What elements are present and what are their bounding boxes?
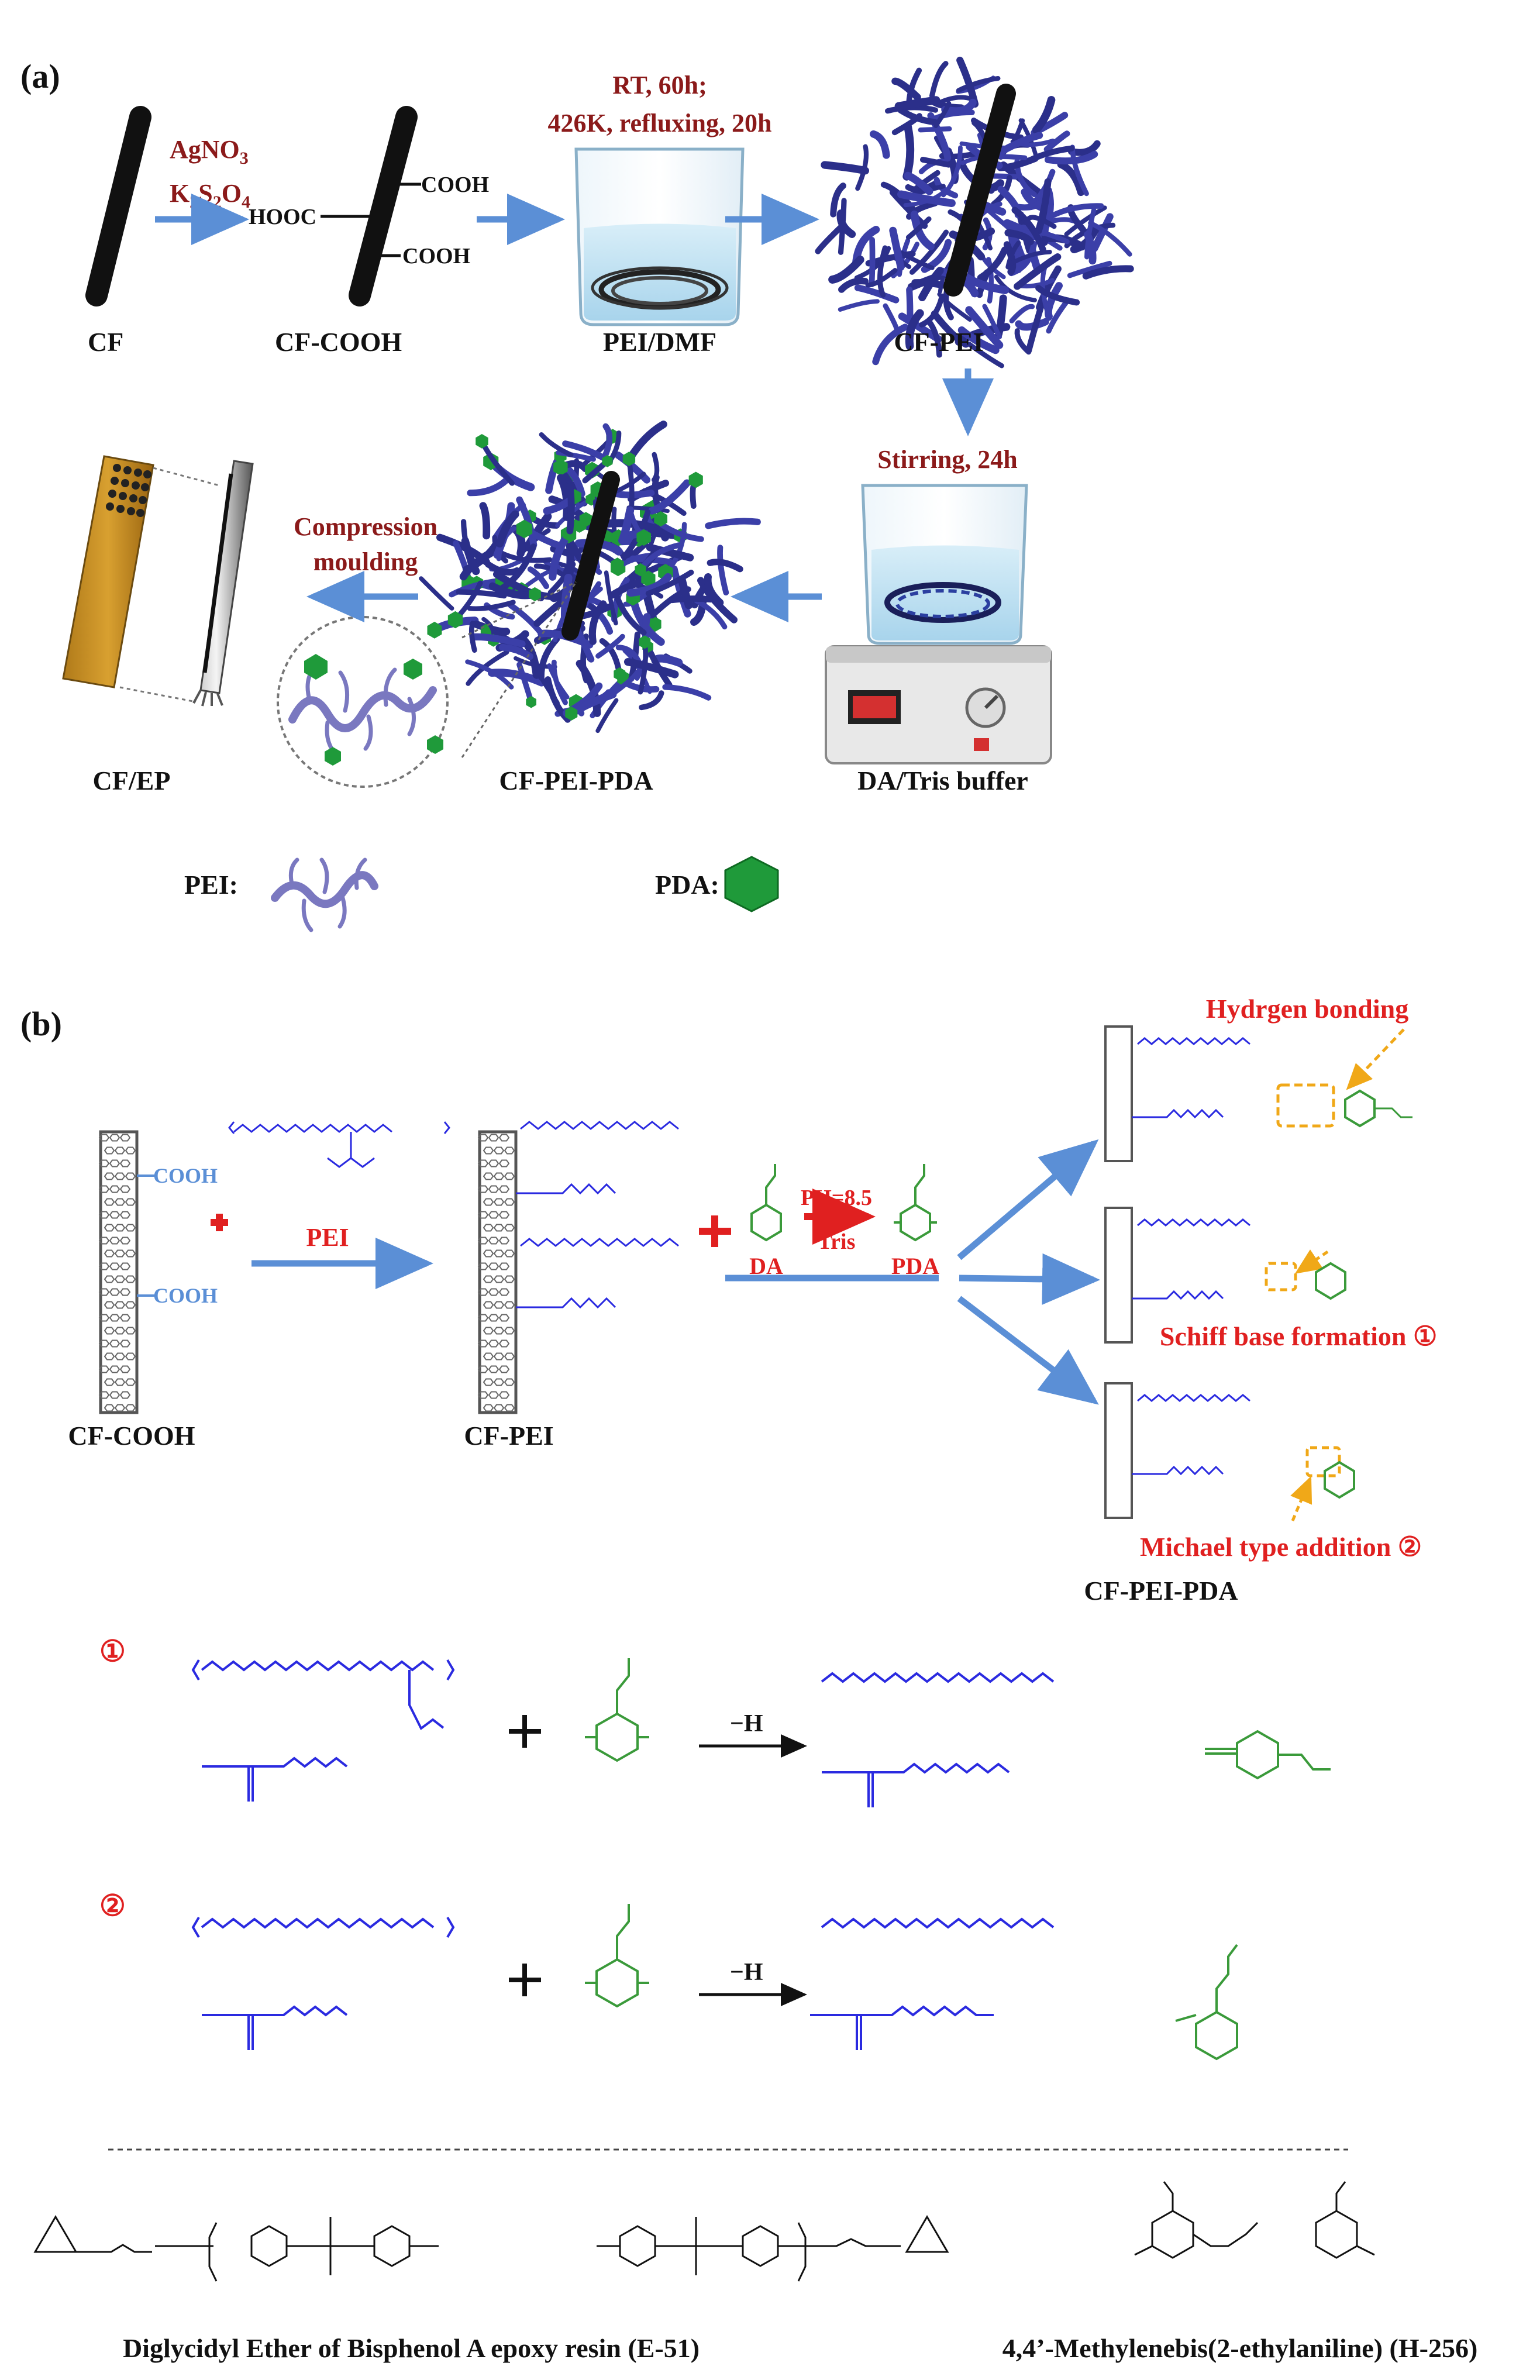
cf-ep-composite: CF/EP bbox=[62, 455, 254, 795]
tris-label: Tris bbox=[818, 1229, 856, 1254]
condition-line-2: 426K, refluxing, 20h bbox=[547, 109, 771, 137]
pei-molecule-small bbox=[228, 1121, 450, 1168]
panel-b-tag: (b) bbox=[20, 1005, 62, 1043]
cf-pei-pda-fiber bbox=[561, 471, 620, 640]
cooh-label-1: COOH bbox=[153, 1164, 218, 1187]
stirring-label: Stirring, 24h bbox=[877, 445, 1018, 474]
cf-cooh-label: CF-COOH bbox=[275, 327, 402, 357]
compression-label-2: moulding bbox=[313, 547, 418, 576]
cf-cooh-fiber bbox=[349, 106, 418, 306]
da-molecule: DA bbox=[749, 1164, 783, 1279]
legend-pda-icon bbox=[724, 856, 779, 912]
compression-label-1: Compression bbox=[294, 512, 437, 541]
reaction-1-marker: ① bbox=[99, 1635, 126, 1668]
michael-addition-label: Michael type addition ② bbox=[1140, 1532, 1422, 1562]
beaker-pei-dmf: RT, 60h; 426K, refluxing, 20h PEI/DMF bbox=[547, 71, 771, 357]
legend-pei-label: PEI: bbox=[184, 870, 238, 900]
plus-black-2 bbox=[509, 1964, 541, 1996]
cf-pei-tube: CF-PEI bbox=[464, 1121, 679, 1451]
arrow-b-up bbox=[957, 1139, 1099, 1260]
panel-a: (a) CF AgNO3 K2S2O4 HOOC COOH COOH CF-CO… bbox=[20, 56, 1134, 932]
pei-dmf-label: PEI/DMF bbox=[603, 327, 716, 357]
condition-line-1: RT, 60h; bbox=[612, 71, 707, 99]
cooh-bottom-label: COOH bbox=[402, 244, 470, 268]
stirring-setup: Stirring, 24h DA/Tris buffer bbox=[825, 445, 1052, 795]
reaction-2: ② −H bbox=[99, 1889, 1238, 2061]
cf-pei-pda-label: CF-PEI-PDA bbox=[499, 766, 653, 795]
hooc-label: HOOC bbox=[249, 205, 316, 229]
arrow-b-down bbox=[957, 1296, 1099, 1405]
product-hydrogen-bonding: Hydrgen bonding bbox=[1104, 994, 1412, 1162]
e51-structure: Diglycidyl Ether of Bisphenol A epoxy re… bbox=[33, 2215, 949, 2363]
plus-black-1 bbox=[509, 1715, 541, 1748]
reagent-k2s2o4: K2S2O4 bbox=[170, 179, 250, 212]
h256-structure: 4,4’-Methylenebis(2-ethylaniline) (H-256… bbox=[1002, 2181, 1478, 2363]
legend-pda-label: PDA: bbox=[655, 870, 719, 900]
arrow-b-mid bbox=[959, 1253, 1100, 1305]
cf-fiber bbox=[85, 106, 151, 306]
panel-a-tag: (a) bbox=[20, 57, 60, 95]
e51-label: Diglycidyl Ether of Bisphenol A epoxy re… bbox=[123, 2333, 700, 2363]
pei-pda-zoom bbox=[277, 581, 577, 788]
cf-pei-fiber bbox=[943, 84, 1016, 297]
pda-molecule: PDA bbox=[891, 1164, 939, 1279]
cf-pei-label: CF-PEI bbox=[894, 327, 983, 357]
cf-pei-pda-cluster bbox=[419, 421, 761, 733]
hydrogen-bonding-label: Hydrgen bonding bbox=[1206, 994, 1408, 1024]
cf-label: CF bbox=[88, 327, 123, 357]
minus-water-2: −H bbox=[730, 1959, 763, 1986]
h256-label: 4,4’-Methylenebis(2-ethylaniline) (H-256… bbox=[1002, 2333, 1478, 2363]
cf-pei-pda-b-label: CF-PEI-PDA bbox=[1084, 1576, 1238, 1606]
cf-cooh-tube: COOH COOH CF-COOH bbox=[68, 1130, 218, 1451]
cf-cooh-b-label: CF-COOH bbox=[68, 1421, 195, 1451]
reaction-1: ① −H bbox=[99, 1635, 1331, 1807]
da-tris-label: DA/Tris buffer bbox=[857, 766, 1028, 795]
legend-pei-icon bbox=[271, 857, 378, 932]
reagent-agno3: AgNO3 bbox=[170, 135, 249, 168]
plus-red-2 bbox=[699, 1215, 731, 1247]
cf-pei-b-label: CF-PEI bbox=[464, 1421, 553, 1451]
schiff-base-label: Schiff base formation ① bbox=[1160, 1321, 1437, 1351]
plus-red-1 bbox=[211, 1214, 228, 1231]
reaction-2-marker: ② bbox=[99, 1889, 126, 1922]
cf-ep-label: CF/EP bbox=[93, 766, 171, 795]
cooh-top-label: COOH bbox=[421, 173, 489, 197]
minus-water-1: −H bbox=[730, 1710, 763, 1737]
product-schiff-base: Schiff base formation ① bbox=[1104, 1207, 1437, 1351]
product-michael-addition: Michael type addition ② bbox=[1104, 1382, 1422, 1562]
pei-arrow-label: PEI bbox=[306, 1223, 349, 1252]
legend: PEI: PDA: bbox=[184, 856, 779, 932]
panel-b: (b) COOH COOH CF-COOH PEI CF-PEI bbox=[20, 994, 1477, 2363]
ph-label: PH=8.5 bbox=[801, 1186, 872, 1210]
cooh-label-2: COOH bbox=[153, 1284, 218, 1307]
